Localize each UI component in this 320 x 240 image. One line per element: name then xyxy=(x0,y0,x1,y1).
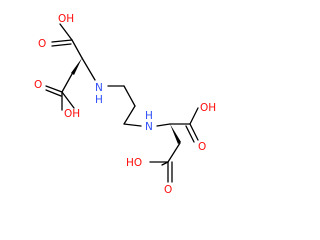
label-nh-left-n: N xyxy=(95,82,103,94)
label-oh-left-lower: OH xyxy=(64,108,80,120)
bond-c3-n-right xyxy=(123,123,142,127)
bond-cooh1-c-calpha xyxy=(71,39,83,59)
bond-cooh3-c-oh xyxy=(189,107,199,125)
label-o-left-lower: O xyxy=(34,79,42,91)
bond-cooh2-c-o-b xyxy=(45,89,62,97)
bond-cooh2-c-oh xyxy=(61,91,75,109)
bond-calpha-ch2 xyxy=(61,73,73,93)
bond-calpha-ch2-right xyxy=(167,142,181,163)
bond-calpha-n-left xyxy=(81,57,96,81)
bond-cooh3-c-o-b xyxy=(185,125,195,143)
molecule-structure: OH O O OH N H N H OH O HO O xyxy=(34,13,216,196)
bond-c1-c2 xyxy=(123,85,136,107)
label-o-right-upper: O xyxy=(198,141,206,153)
bond-c2-c3 xyxy=(123,105,136,125)
label-oh-right-upper: OH xyxy=(200,102,216,114)
label-nh-left-h: H xyxy=(95,94,103,106)
label-o-left-upper: O xyxy=(38,38,46,50)
label-nh-right-n: N xyxy=(145,121,153,133)
bond-cooh1-c-o-b xyxy=(51,43,72,47)
bond-cooh1-c-o-a xyxy=(51,39,73,43)
left-aspartate-fragment xyxy=(45,23,96,111)
propyl-linker xyxy=(107,85,142,127)
wedge-bond-right-calpha xyxy=(170,124,181,144)
right-aspartate-fragment xyxy=(149,107,199,183)
label-o-bottom: O xyxy=(164,184,172,196)
label-nh-right-h: H xyxy=(145,110,153,122)
bond-n-right-calpha xyxy=(156,123,171,127)
wedge-bond-left-calpha xyxy=(71,58,82,75)
bond-cooh1-c-oh xyxy=(59,23,73,41)
label-ho-bottom: HO xyxy=(126,157,142,169)
label-oh-top-left: OH xyxy=(58,13,74,25)
bond-cooh2-c-o-a xyxy=(45,85,63,93)
bond-cooh3-c-o-a xyxy=(189,123,199,141)
